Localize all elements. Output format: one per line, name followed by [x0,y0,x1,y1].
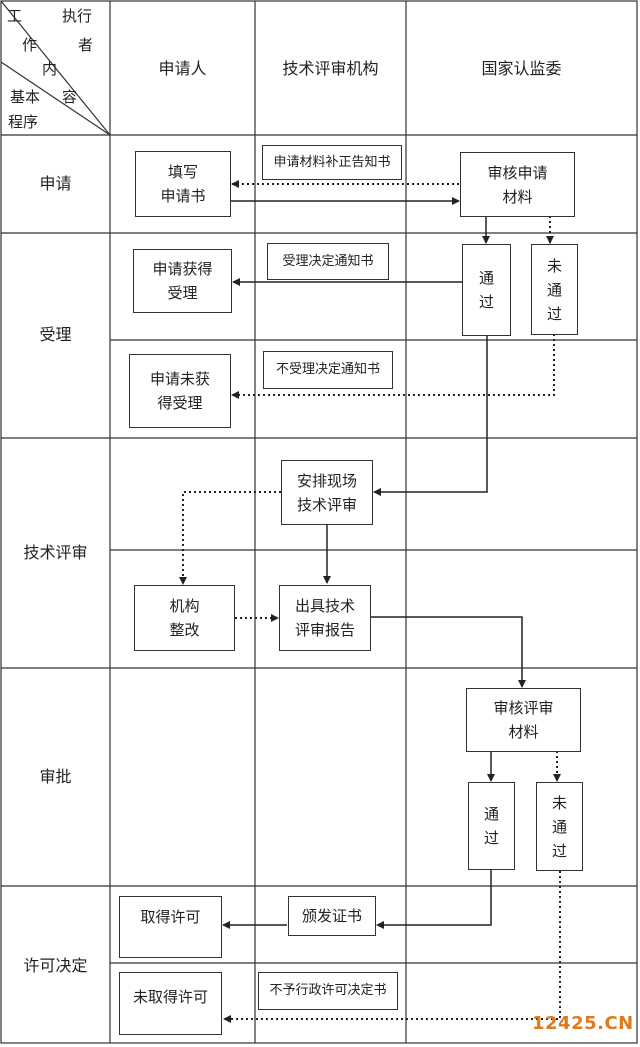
row-header-accept: 受理 [39,325,72,344]
note-denial-decision: 不予行政许可决定书 [258,972,398,1010]
note-supplement-notice: 申请材料补正告知书 [262,145,402,180]
box-issue-review-report: 出具技术 评审报告 [279,585,371,651]
arrow-report-to-eval [371,616,526,688]
row-header-tech-review: 技术评审 [23,543,88,562]
box-license-granted: 取得许可 [119,896,222,958]
corner-label-rong: 容 [62,88,78,106]
box-license-denied: 未取得许可 [119,972,222,1035]
arrow-pass2-to-cert [376,869,492,929]
box-application-accepted: 申请获得 受理 [133,249,232,313]
row-header-license-decision: 许可决定 [23,956,88,975]
arrow-fail2-to-nolicense [223,871,561,1023]
corner-label-nei: 内 [42,60,58,78]
arrow-fail-to-notaccepted [231,334,555,399]
box-review-evaluation: 审核评审 材料 [466,688,581,752]
box-fail-1: 未 通 过 [531,244,578,335]
column-header-review-body: 技术评审机构 [282,59,379,78]
dotted-connectors [179,180,561,1023]
box-fail-2: 未 通 过 [536,782,583,871]
box-arrange-onsite-review: 安排现场 技术评审 [281,460,373,525]
column-header-applicant: 申请人 [158,59,207,78]
row-header-apply: 申请 [39,174,72,193]
box-fill-application: 填写 申请书 [135,151,231,217]
note-accept-notice: 受理决定通知书 [267,243,389,280]
box-rectification: 机构 整改 [134,585,235,651]
corner-label-jiben: 基本 [10,88,41,106]
arrow-arrange-to-rectify [179,491,281,585]
corner-label-zuo: 作 [22,36,38,54]
box-pass-1: 通 过 [462,244,511,336]
corner-label-chengxu: 程序 [8,113,39,131]
box-issue-certificate: 颁发证书 [288,896,376,936]
arrow-pass-to-arrange [373,335,488,496]
box-application-not-accepted: 申请未获 得受理 [129,354,231,428]
connectors [222,197,526,929]
row-header-approval: 审批 [39,767,72,786]
note-reject-notice: 不受理决定通知书 [263,351,393,389]
corner-label-zhe: 者 [78,36,94,54]
watermark: 12425.CN [532,1013,634,1034]
column-header-cnca: 国家认监委 [481,59,562,78]
corner-label-gong: 工 [7,7,23,25]
corner-label-zhixing: 执行 [62,7,93,25]
box-pass-2: 通 过 [468,782,515,870]
box-review-application: 审核申请 材料 [460,152,575,217]
